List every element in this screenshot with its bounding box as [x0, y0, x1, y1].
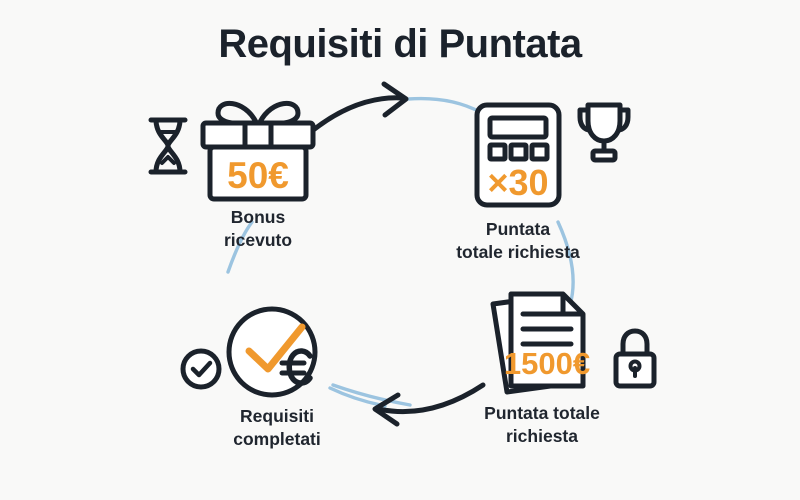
- step-bonus: 50€ Bonus ricevuto: [196, 93, 320, 250]
- hourglass-icon: [148, 117, 188, 175]
- arc-right: [556, 220, 575, 307]
- euro-symbol: [279, 348, 313, 386]
- check-euro-circle-icon: [226, 306, 318, 398]
- page-title: Requisiti di Puntata: [218, 22, 582, 66]
- step-total: 1500€ Puntata totale richiesta: [484, 288, 600, 446]
- calculator-icon: ×30: [474, 102, 562, 208]
- step-total-value: 1500€: [504, 346, 590, 381]
- step-multiplier-label: Puntata totale richiesta: [456, 219, 580, 263]
- step-completed-label: Requisiti completati: [233, 406, 321, 450]
- step-bonus-label: Bonus ricevuto: [223, 207, 293, 251]
- arrow-bottom: [372, 382, 486, 427]
- arc-top-right: [406, 96, 482, 114]
- arc-bottom-left: [331, 383, 412, 407]
- step-bonus-value: 50€: [227, 155, 289, 196]
- documents-icon: 1500€: [490, 291, 590, 395]
- step-total-label: Puntata totale richiesta: [484, 403, 600, 447]
- gift-box-icon: 50€: [200, 100, 316, 202]
- step-multiplier: ×30 Puntata totale richiesta: [456, 100, 580, 262]
- lock-icon: [613, 328, 657, 389]
- arrow-top: [304, 81, 409, 138]
- check-circle-icon: [180, 348, 222, 390]
- step-multiplier-value: ×30: [487, 162, 548, 203]
- arc-left: [226, 220, 254, 274]
- trophy-icon: [577, 102, 631, 163]
- step-completed: Requisiti completati: [222, 303, 332, 449]
